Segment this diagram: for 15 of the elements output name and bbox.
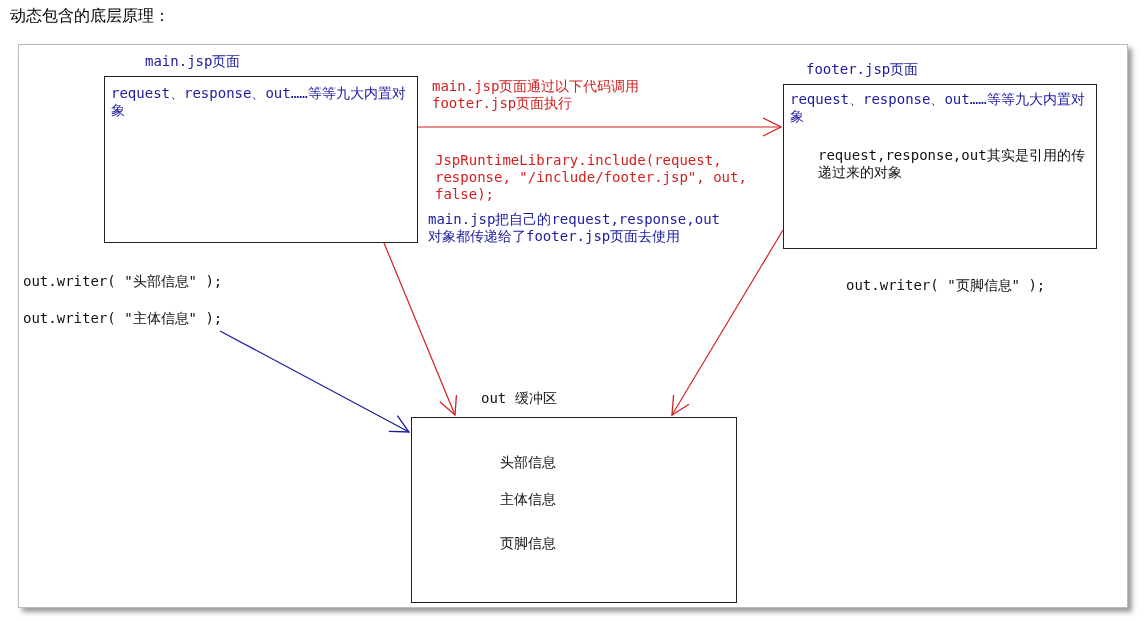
- buffer-heading: out 缓冲区: [481, 390, 558, 407]
- code-text: out.writer( "主体信息" );: [23, 310, 224, 327]
- title: 动态包含的底层原理：: [10, 6, 170, 27]
- buffer-entry: 头部信息: [500, 454, 557, 471]
- page-heading: footer.jsp页面: [806, 61, 920, 78]
- object-list-text: request、response、out……等等九大内置对象: [790, 91, 1086, 125]
- note-text: request,response,out其实是引用的传递过来的对象: [818, 147, 1086, 181]
- buffer-entry: 主体信息: [500, 491, 557, 508]
- arrow: [417, 117, 782, 137]
- arrow: [671, 229, 784, 416]
- buffer-entry: 页脚信息: [500, 535, 557, 552]
- object-list-text: request、response、out……等等九大内置对象: [111, 85, 407, 119]
- page-heading: main.jsp页面: [145, 53, 242, 70]
- arrow: [383, 242, 458, 416]
- arrow: [219, 330, 410, 433]
